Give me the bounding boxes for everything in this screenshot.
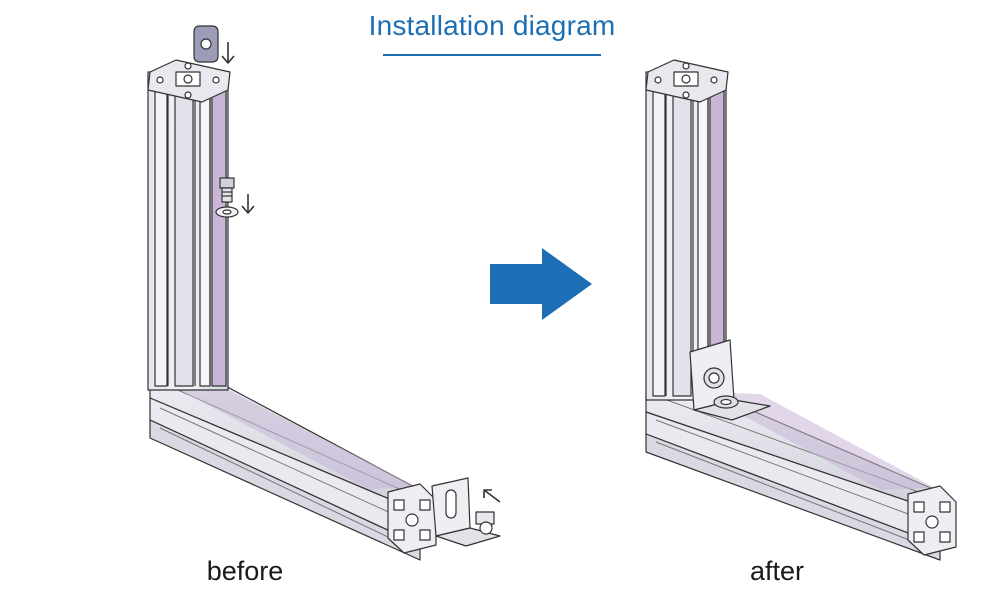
after-profile-end-section — [907, 485, 957, 556]
diagram-title: Installation diagram — [368, 10, 616, 41]
down-arrow-icon — [241, 194, 255, 214]
after-assembly — [645, 59, 957, 561]
down-arrow-icon — [221, 42, 235, 64]
right-arrow-icon — [490, 248, 592, 320]
bolt-with-washer-part — [215, 177, 239, 218]
before-horizontal-profile — [149, 374, 437, 561]
before-assembly — [147, 25, 501, 561]
caption-before: before — [206, 556, 284, 586]
caption-after: after — [749, 556, 805, 586]
t-nut-part — [193, 25, 219, 63]
after-horizontal-profile — [645, 387, 957, 561]
title-underline — [383, 54, 601, 56]
diagonal-arrow-icon — [483, 489, 501, 503]
mounted-corner-bracket — [689, 339, 771, 421]
before-profile-end-section — [387, 483, 437, 554]
corner-bracket-part — [431, 477, 501, 547]
before-vertical-profile — [147, 59, 231, 391]
